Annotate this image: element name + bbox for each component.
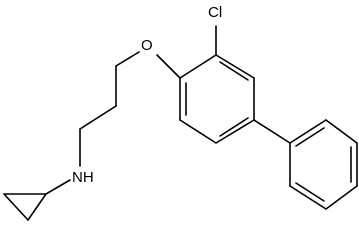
ring-a-bond-1	[215, 54, 255, 79]
ring-a-double-1	[219, 61, 249, 81]
molecule-diagram: Cl O NH	[3, 4, 358, 221]
ring-b-bond-5	[289, 185, 327, 210]
oxygen-label: O	[141, 37, 153, 54]
ring-a-bond-3	[215, 119, 255, 144]
ring-b-bond-2	[325, 119, 358, 144]
ring-b-double-3	[295, 182, 325, 202]
biphenyl-bond	[253, 119, 291, 144]
cyclopropyl-ring	[3, 193, 47, 221]
ring-a-bond-6	[179, 54, 217, 79]
ring-a-bond-4	[179, 119, 217, 144]
ring-b-bond-4	[325, 185, 358, 210]
nitrogen-cyclopropyl-bond	[45, 179, 71, 195]
aryl-oxygen-bond	[156, 54, 181, 79]
cyclopropyl-bond-1	[27, 193, 47, 221]
chlorine-label: Cl	[208, 4, 222, 21]
nitrogen-label: NH	[72, 169, 94, 186]
chain-bond-2	[79, 105, 117, 130]
chlorophenyl-ring	[179, 54, 255, 144]
ring-b-bond-1	[289, 119, 327, 144]
cyclopropyl-bond-2	[3, 193, 29, 221]
oxygen-chain-bond	[115, 51, 140, 67]
ring-a-double-2	[219, 117, 249, 137]
phenyl-ring	[289, 119, 358, 210]
ring-b-double-1	[295, 127, 325, 147]
